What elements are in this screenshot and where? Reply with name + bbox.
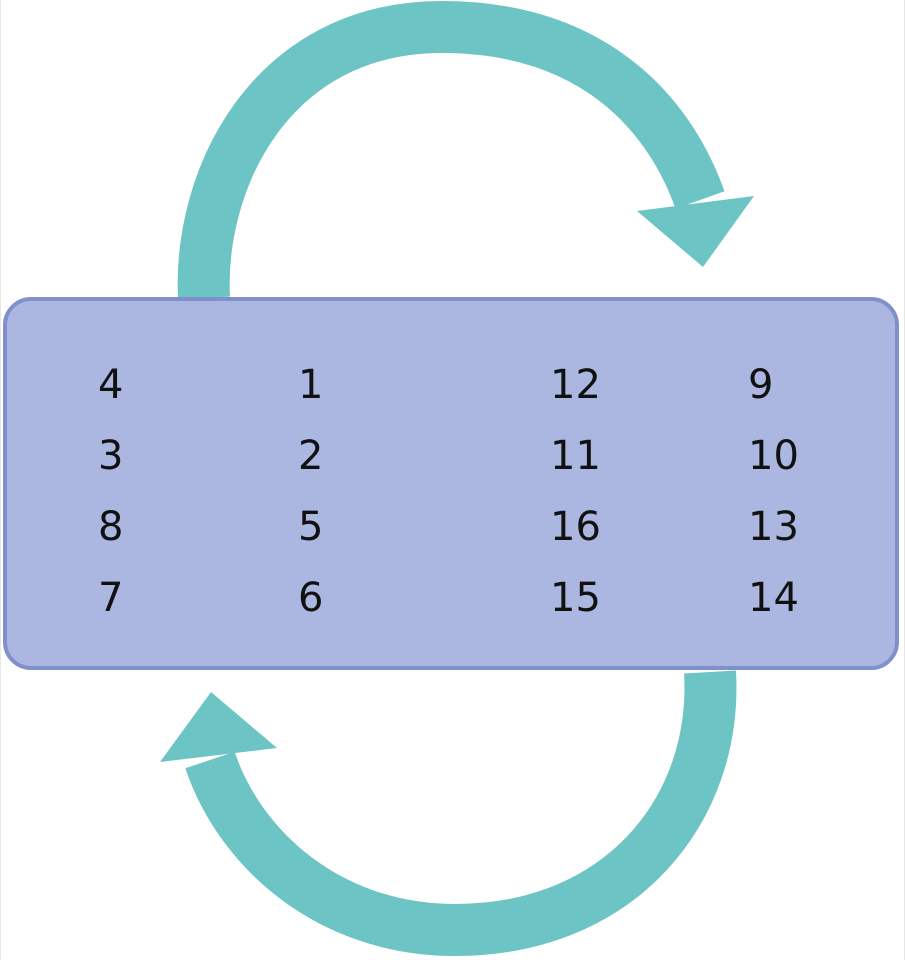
grid-cell: 12: [550, 362, 601, 408]
bottom-cycle-arrow: [160, 670, 737, 957]
grid-cell: 1: [298, 362, 324, 408]
top-cycle-arrow: [177, 0, 754, 300]
grid-cell: 8: [98, 504, 124, 550]
top-arrow-head: [637, 196, 754, 267]
grid-cell: 2: [298, 433, 324, 479]
left-frame-line: [0, 0, 1, 960]
grid-cell: 5: [298, 504, 324, 550]
grid-cell: 13: [748, 504, 799, 550]
grid-cell: 16: [550, 504, 601, 550]
bottom-arrow-shaft: [185, 670, 737, 957]
grid-cell: 11: [550, 433, 601, 479]
grid-cell: 14: [748, 575, 799, 621]
grid-cell: 10: [748, 433, 799, 479]
grid-cell: 4: [98, 362, 124, 408]
top-arrow-shaft: [177, 0, 725, 300]
grid-cell: 9: [748, 362, 774, 408]
grid-cell: 7: [98, 575, 124, 621]
grid-cell: 6: [298, 575, 324, 621]
number-grid-box: 4 1 12 9 3 2 11 10 8 5 16 13 7 6 15 14: [3, 297, 899, 670]
grid-cell: 3: [98, 433, 124, 479]
grid-cell: 15: [550, 575, 601, 621]
bottom-arrow-head: [160, 692, 277, 762]
